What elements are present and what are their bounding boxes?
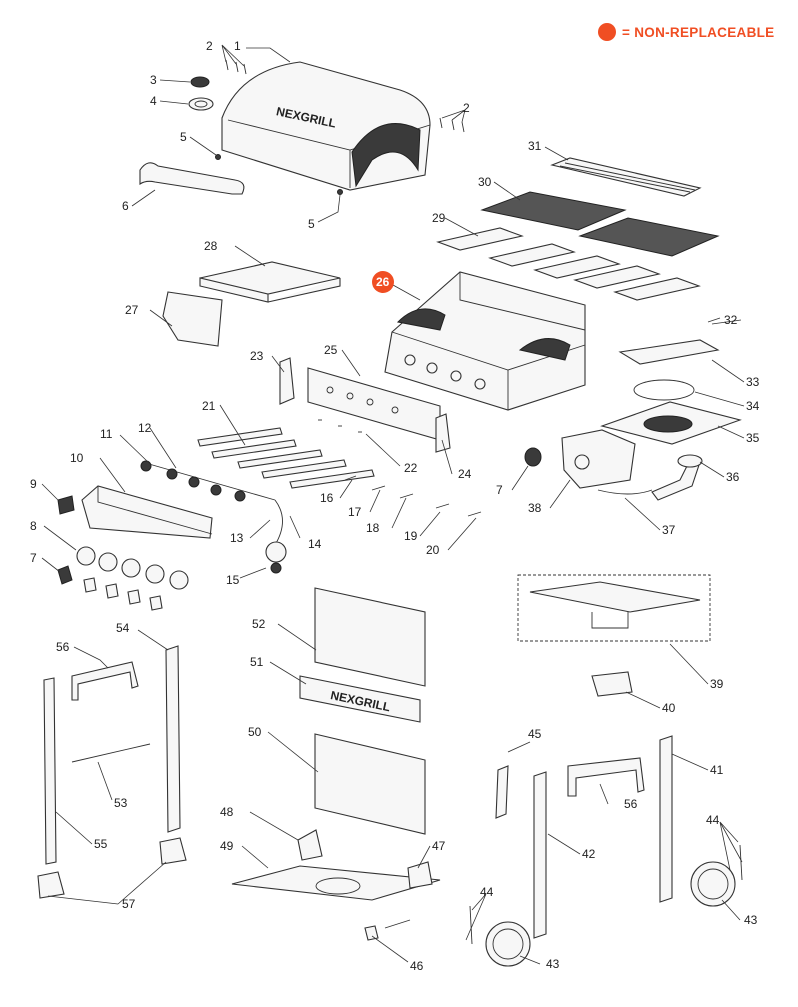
part-label: 7 [496, 483, 503, 497]
control-panel-part [57, 485, 213, 611]
part-label: 27 [125, 303, 139, 317]
part-label: 32 [724, 313, 738, 327]
part-label: 5 [180, 130, 187, 144]
part-label: 17 [348, 505, 362, 519]
part-label: 57 [122, 897, 136, 911]
leader-lines [41, 44, 745, 965]
part-label: 43 [546, 957, 560, 971]
part-label: 39 [710, 677, 724, 691]
part-label: 13 [230, 531, 244, 545]
part-label: 2 [206, 39, 213, 53]
side-burner-part [524, 339, 742, 501]
non-replaceable-marker-icon [372, 271, 394, 293]
part-labels: 1 2 2 3 4 5 5 6 7 7 8 9 10 11 12 13 14 1… [30, 39, 760, 973]
cooking-grates-part [480, 191, 720, 257]
part-label: 22 [404, 461, 418, 475]
flame-tamers-part [436, 227, 701, 301]
part-label: 52 [252, 617, 266, 631]
part-label: 49 [220, 839, 234, 853]
part-label: 9 [30, 477, 37, 491]
part-label: 41 [710, 763, 724, 777]
left-cart-legs-part [37, 645, 187, 899]
part-label: 42 [582, 847, 596, 861]
part-label: 56 [56, 640, 70, 654]
part-label: 8 [30, 519, 37, 533]
part-label: 56 [624, 797, 638, 811]
warming-rack-part [550, 157, 702, 197]
bottom-shelf-part [231, 829, 441, 941]
part-label: 29 [432, 211, 446, 225]
part-label: 46 [410, 959, 424, 973]
part-label: 4 [150, 94, 157, 108]
part-label: 33 [746, 375, 760, 389]
burner-assembly-part [197, 357, 451, 489]
non-replaceable-dot-icon [598, 23, 616, 41]
right-cart-part [469, 735, 743, 967]
grease-tray-part [517, 574, 711, 697]
part-label: 45 [528, 727, 542, 741]
part-label: 44 [706, 813, 720, 827]
part-label: 1 [234, 39, 241, 53]
part-label: 14 [308, 537, 322, 551]
part-label: 15 [226, 573, 240, 587]
part-label-non-replaceable: 26 [376, 275, 390, 289]
part-label: 38 [528, 501, 542, 515]
cart-panels-part: NEXGRILL [299, 587, 426, 835]
manifold-part [140, 460, 287, 574]
part-label: 43 [744, 913, 758, 927]
part-label: 53 [114, 796, 128, 810]
part-label: 48 [220, 805, 234, 819]
part-label: 35 [746, 431, 760, 445]
legend-text: = NON-REPLACEABLE [622, 24, 775, 40]
part-label: 44 [480, 885, 494, 899]
part-label: 6 [122, 199, 129, 213]
lid-handle-part [139, 162, 245, 195]
part-label: 37 [662, 523, 676, 537]
part-label: 51 [250, 655, 264, 669]
part-label: 50 [248, 725, 262, 739]
part-label: 2 [463, 101, 470, 115]
thermometer-part [188, 76, 214, 111]
part-label: 24 [458, 467, 472, 481]
part-label: 11 [100, 427, 113, 441]
part-label: 21 [202, 399, 216, 413]
part-label: 36 [726, 470, 740, 484]
part-label: 12 [138, 421, 152, 435]
part-label: 20 [426, 543, 440, 557]
part-label: 54 [116, 621, 130, 635]
part-label: 16 [320, 491, 334, 505]
legend: = NON-REPLACEABLE [598, 20, 775, 44]
side-panel-part [162, 291, 223, 347]
part-label: 23 [250, 349, 264, 363]
part-label: 7 [30, 551, 37, 565]
part-label: 19 [404, 529, 418, 543]
firebox-part [384, 271, 586, 411]
lid-part: NEXGRILL [221, 61, 431, 191]
part-label: 34 [746, 399, 760, 413]
part-label: 10 [70, 451, 84, 465]
part-label: 31 [528, 139, 542, 153]
bolts-part [318, 419, 482, 517]
part-label: 55 [94, 837, 108, 851]
part-label: 47 [432, 839, 446, 853]
part-label: 5 [308, 217, 315, 231]
part-label: 30 [478, 175, 492, 189]
part-label: 25 [324, 343, 338, 357]
part-label: 3 [150, 73, 157, 87]
part-label: 28 [204, 239, 218, 253]
screws [215, 59, 465, 195]
side-shelf-part [199, 261, 341, 303]
part-label: 18 [366, 521, 380, 535]
part-label: 40 [662, 701, 676, 715]
